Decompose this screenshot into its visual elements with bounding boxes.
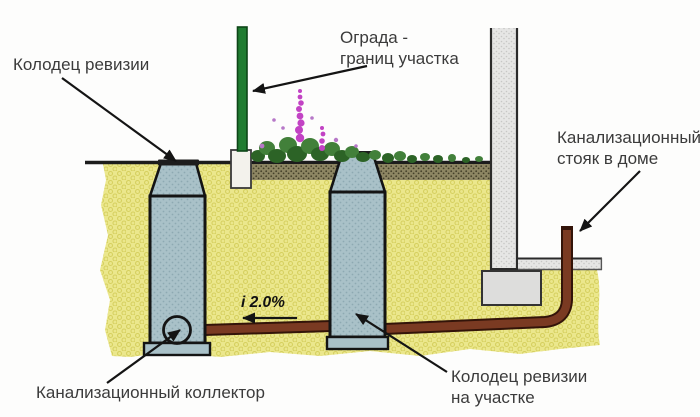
callout-inspection-well: Колодец ревизии	[13, 54, 149, 75]
well-flange	[325, 335, 390, 351]
collector-circle-marker	[162, 315, 192, 345]
leader-arrow-house-riser	[579, 170, 641, 232]
well-lid	[158, 159, 199, 166]
flower-spike	[259, 89, 358, 151]
fence-post-base	[230, 149, 252, 189]
leader-arrow-sewer-collector	[106, 329, 181, 384]
callout-text-line2: стояк в доме	[557, 149, 659, 168]
callout-text-line2: границ участка	[340, 49, 459, 68]
leader-arrow-inspection-well	[61, 77, 177, 162]
callout-text-line1: Канализационный	[557, 128, 700, 147]
callout-text-line2: на участке	[451, 388, 535, 407]
slope-label: i 2.0%	[241, 294, 285, 312]
callout-house-riser: Канализационный стояк в доме	[557, 127, 700, 169]
leader-arrow-site-well	[355, 313, 448, 373]
sewer-pipe-house-branch	[383, 226, 573, 335]
callout-text: Канализационный коллектор	[36, 383, 265, 402]
well-neck	[148, 161, 207, 198]
well-body	[328, 190, 387, 339]
slope-text: i 2.0%	[241, 294, 285, 311]
callout-site-well: Колодец ревизии на участке	[451, 366, 587, 408]
house-floor-slab	[518, 257, 603, 271]
well-body	[148, 194, 207, 345]
callout-sewer-collector: Канализационный коллектор	[36, 382, 265, 403]
fence-post	[236, 26, 248, 152]
sewer-pipe-collector	[203, 320, 333, 336]
house-wall	[489, 28, 519, 270]
leader-arrow-fence	[252, 64, 368, 94]
callout-text-line1: Колодец ревизии	[451, 367, 588, 386]
house-foundation	[481, 270, 542, 306]
shrubs	[251, 137, 483, 163]
riser-top-cap	[561, 226, 573, 230]
inspection-well-site	[325, 151, 390, 351]
callout-fence: Ограда - границ участка	[340, 27, 459, 69]
callout-text: Колодец ревизии	[13, 55, 150, 74]
inspection-well-left	[142, 159, 212, 357]
callout-text-line1: Ограда -	[340, 28, 409, 47]
